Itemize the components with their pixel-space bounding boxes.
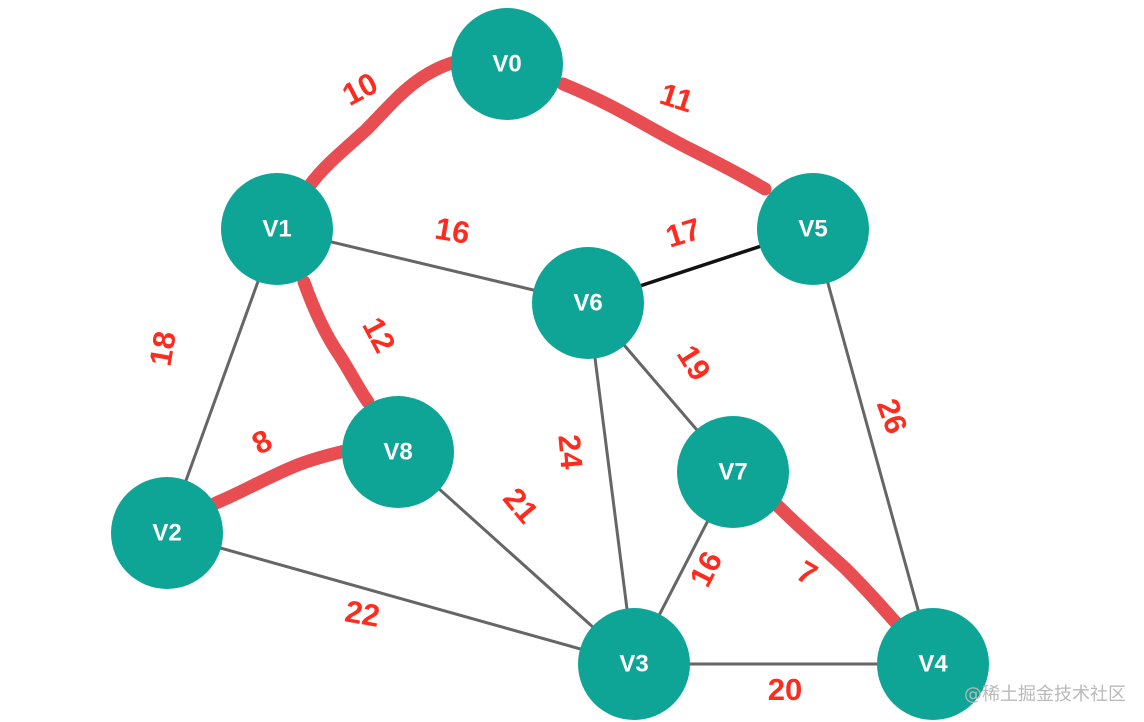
node-label-v2: V2 [152, 519, 181, 546]
node-v3: V3 [578, 608, 690, 720]
node-circle-v3 [578, 608, 690, 720]
node-v4: V4 [877, 608, 989, 720]
node-v1: V1 [221, 173, 333, 285]
node-label-v1: V1 [262, 215, 291, 242]
highlight-layer [209, 55, 910, 638]
node-circle-v4 [877, 608, 989, 720]
node-label-v0: V0 [492, 50, 521, 77]
edge-weight-v7-v4: 7 [791, 554, 823, 593]
edge-weight-v0-v1: 10 [336, 65, 383, 112]
node-v7: V7 [677, 416, 789, 528]
edge-weight-v6-v3: 24 [551, 433, 589, 471]
node-label-v7: V7 [718, 458, 747, 485]
node-label-v6: V6 [573, 289, 602, 316]
edge-weight-v1-v2: 18 [142, 329, 182, 369]
node-circle-v0 [451, 8, 563, 120]
node-v0: V0 [451, 8, 563, 120]
node-circle-v1 [221, 173, 333, 285]
node-label-v5: V5 [798, 215, 827, 242]
node-circle-v2 [111, 477, 223, 589]
node-label-v4: V4 [918, 650, 948, 677]
node-circle-v6 [532, 247, 644, 359]
edge-weight-v5-v6: 17 [662, 211, 705, 255]
node-circle-v5 [757, 173, 869, 285]
highlighted-edge-v2-v8 [209, 444, 352, 510]
highlighted-edge-v7-v4 [770, 498, 910, 638]
node-v5: V5 [757, 173, 869, 285]
edge-weight-v0-v5: 11 [656, 76, 698, 119]
highlighted-edge-v1-v8 [297, 275, 375, 409]
edge-weight-v8-v3: 21 [496, 481, 545, 530]
edge-v5-v4 [811, 227, 935, 666]
highlighted-edge-v0-v1 [303, 55, 462, 192]
edge-weight-v6-v7: 19 [670, 339, 718, 387]
edge-weight-v1-v6: 16 [432, 210, 472, 250]
edge-weight-v2-v8: 8 [246, 422, 278, 461]
edge-weight-v3-v4: 20 [768, 672, 802, 707]
node-circle-v7 [677, 416, 789, 528]
edge-weight-v1-v8: 12 [355, 311, 402, 358]
watermark-text: @稀土掘金技术社区 [964, 684, 1126, 705]
node-label-v3: V3 [619, 650, 648, 677]
node-label-v8: V8 [383, 438, 412, 465]
node-v2: V2 [111, 477, 223, 589]
edge-weight-v2-v3: 22 [342, 593, 382, 633]
edge-v6-v3 [586, 301, 636, 666]
node-v6: V6 [532, 247, 644, 359]
node-circle-v8 [342, 396, 454, 508]
edge-weight-v5-v4: 26 [870, 394, 915, 438]
node-v8: V8 [342, 396, 454, 508]
highlighted-edge-v0-v5 [556, 77, 772, 196]
edge-v2-v3 [165, 531, 636, 666]
edge-weight-v7-v3: 16 [683, 546, 730, 593]
